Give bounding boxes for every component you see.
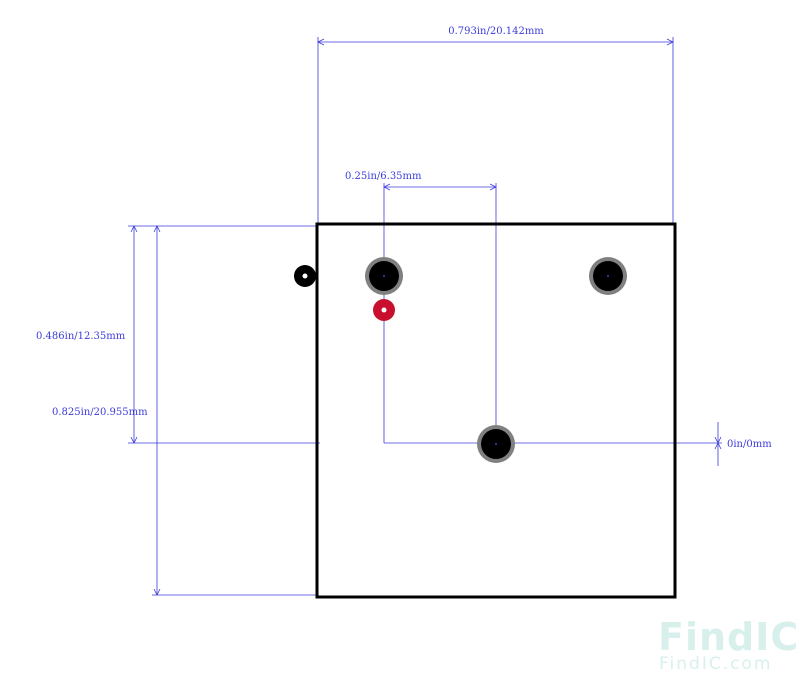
pin-row-offset-label: 0.486in/12.35mm: [36, 331, 126, 342]
pad-3: [477, 425, 515, 463]
watermark-logo-text: FindIC: [658, 615, 799, 659]
origin-dimension: [384, 422, 722, 466]
pad-2: [589, 257, 627, 295]
overall-width-dimension: [317, 37, 674, 224]
overall-width-label: 0.793in/20.142mm: [448, 26, 544, 37]
overall-height-label: 0.825in/20.955mm: [52, 407, 148, 418]
polarity-marker-icon: [294, 265, 316, 287]
pin1-marker-icon: [373, 299, 395, 321]
watermark-logo: FindIC FindIC.com: [658, 615, 799, 674]
component-outline: [315, 222, 677, 599]
height-dimensions: [128, 225, 320, 596]
pad-1: [365, 257, 403, 295]
watermark-url: FindIC.com: [659, 654, 772, 674]
origin-label: 0in/0mm: [727, 439, 772, 450]
pin-pitch-label: 0.25in/6.35mm: [345, 171, 422, 182]
pin-pitch-dimension: [383, 183, 497, 443]
